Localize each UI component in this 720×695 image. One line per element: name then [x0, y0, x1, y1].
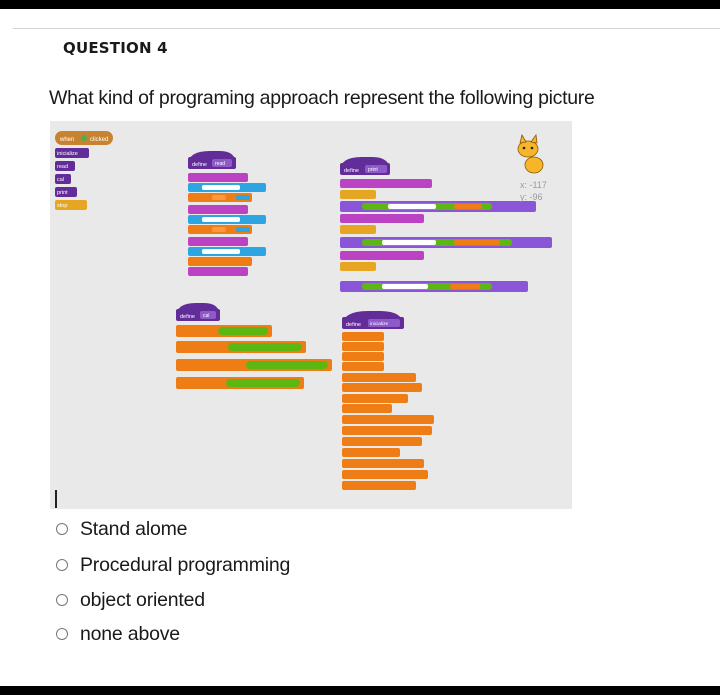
palette-inicialize-block — [55, 148, 89, 158]
top-frame-bar — [0, 0, 720, 9]
palette-cal-block — [55, 174, 71, 184]
option-label: Procedural programming — [80, 553, 291, 576]
print-play-sound-3 — [340, 251, 424, 260]
hat-clicked-label: clicked — [90, 137, 108, 143]
set-var-dropdown-2 — [212, 227, 226, 232]
question-text: What kind of programing approach represe… — [49, 87, 595, 109]
init-set-3 — [342, 352, 384, 361]
palette-read-label: read — [57, 164, 68, 170]
print-join-text-2 — [382, 240, 436, 245]
palette-read-block — [55, 161, 75, 171]
block-play-sound-1 — [188, 173, 248, 182]
radio-button[interactable] — [56, 594, 68, 606]
init-hide-var-7 — [342, 481, 416, 490]
scratch-program-image: when clicked inicialize read cal print s… — [50, 121, 572, 509]
init-hide-var-3 — [342, 437, 422, 446]
option-label: none above — [80, 622, 180, 645]
define-inicialize-script: define inicialize — [342, 311, 434, 490]
option-object-oriented[interactable]: object oriented — [56, 585, 205, 615]
define-print-name: print — [368, 167, 378, 173]
init-set-5 — [342, 373, 416, 382]
set-var-dropdown-1 — [212, 195, 226, 200]
define-cal-script: define cal — [176, 303, 332, 389]
init-hide-var-4 — [342, 448, 400, 457]
init-set-8 — [342, 404, 392, 413]
define-read-keyword: define — [192, 162, 207, 168]
define-inicialize-keyword: define — [346, 322, 361, 328]
block-play-sound-3 — [188, 237, 248, 246]
scratch-cat-icon — [517, 133, 544, 174]
scratch-canvas: when clicked inicialize read cal print s… — [55, 131, 552, 490]
answer-reporter-1 — [236, 195, 250, 200]
palette-inicialize-label: inicialize — [57, 151, 78, 157]
print-join-var-3 — [450, 284, 480, 289]
init-set-7 — [342, 394, 408, 403]
define-cal-name: cal — [203, 313, 209, 319]
print-wait-3 — [340, 262, 376, 271]
option-procedural-programming[interactable]: Procedural programming — [56, 550, 290, 580]
option-label: object oriented — [80, 588, 205, 611]
cal-op-4 — [226, 379, 300, 387]
question-heading: QUESTION 4 — [63, 39, 168, 57]
radio-button[interactable] — [56, 523, 68, 535]
block-play-sound-4 — [188, 267, 248, 276]
print-join-text-3 — [382, 284, 428, 289]
palette-stop-label: stop — [57, 203, 67, 209]
palette-print-block — [55, 187, 77, 197]
define-print-keyword: define — [344, 168, 359, 174]
ask-input-3 — [202, 249, 240, 254]
define-inicialize-name: inicialize — [370, 321, 388, 327]
palette-stop-block — [55, 200, 87, 210]
ask-input-1 — [202, 185, 240, 190]
text-cursor — [55, 490, 57, 508]
print-wait-2 — [340, 225, 376, 234]
print-join-text-1 — [388, 204, 436, 209]
stage-y-readout: y: -96 — [520, 192, 543, 202]
option-stand-alome[interactable]: Stand alome — [56, 514, 187, 544]
define-read-name-box — [212, 159, 232, 167]
block-play-sound-2 — [188, 205, 248, 214]
cal-op-3 — [246, 361, 328, 369]
radio-button[interactable] — [56, 559, 68, 571]
define-read-script: define read — [188, 151, 266, 276]
init-set-1 — [342, 332, 384, 341]
ask-input-2 — [202, 217, 240, 222]
hat-when-label: when — [59, 137, 74, 143]
init-hide-var-2 — [342, 426, 432, 435]
palette-cal-label: cal — [57, 177, 64, 183]
init-set-6 — [342, 383, 422, 392]
print-play-sound-1 — [340, 179, 432, 188]
green-flag-icon — [81, 135, 87, 141]
define-cal-keyword: define — [180, 314, 195, 320]
define-inicialize-name-box — [368, 319, 400, 327]
block-set-var-3 — [188, 257, 252, 266]
palette-print-label: print — [57, 190, 68, 196]
option-none-above[interactable]: none above — [56, 619, 180, 649]
define-cal-name-box — [200, 311, 216, 319]
cal-op-2 — [228, 343, 302, 351]
init-hide-var-5 — [342, 459, 424, 468]
question-divider — [13, 28, 720, 29]
print-wait-1 — [340, 190, 376, 199]
bottom-frame-bar — [0, 686, 720, 695]
option-label: Stand alome — [80, 517, 188, 540]
define-read-name: read — [215, 161, 225, 167]
define-print-script: define print — [340, 157, 552, 292]
init-set-2 — [342, 342, 384, 351]
answer-reporter-2 — [236, 227, 250, 232]
cal-op-1 — [218, 327, 268, 335]
palette-column: when clicked inicialize read cal print s… — [55, 131, 113, 210]
init-hide-var-6 — [342, 470, 428, 479]
print-join-var-2 — [454, 240, 500, 245]
init-set-4 — [342, 362, 384, 371]
define-print-name-box — [365, 165, 387, 173]
print-join-var-1 — [454, 204, 482, 209]
radio-button[interactable] — [56, 628, 68, 640]
init-hide-var-1 — [342, 415, 434, 424]
print-play-sound-2 — [340, 214, 424, 223]
stage-x-readout: x: -117 — [520, 180, 547, 190]
